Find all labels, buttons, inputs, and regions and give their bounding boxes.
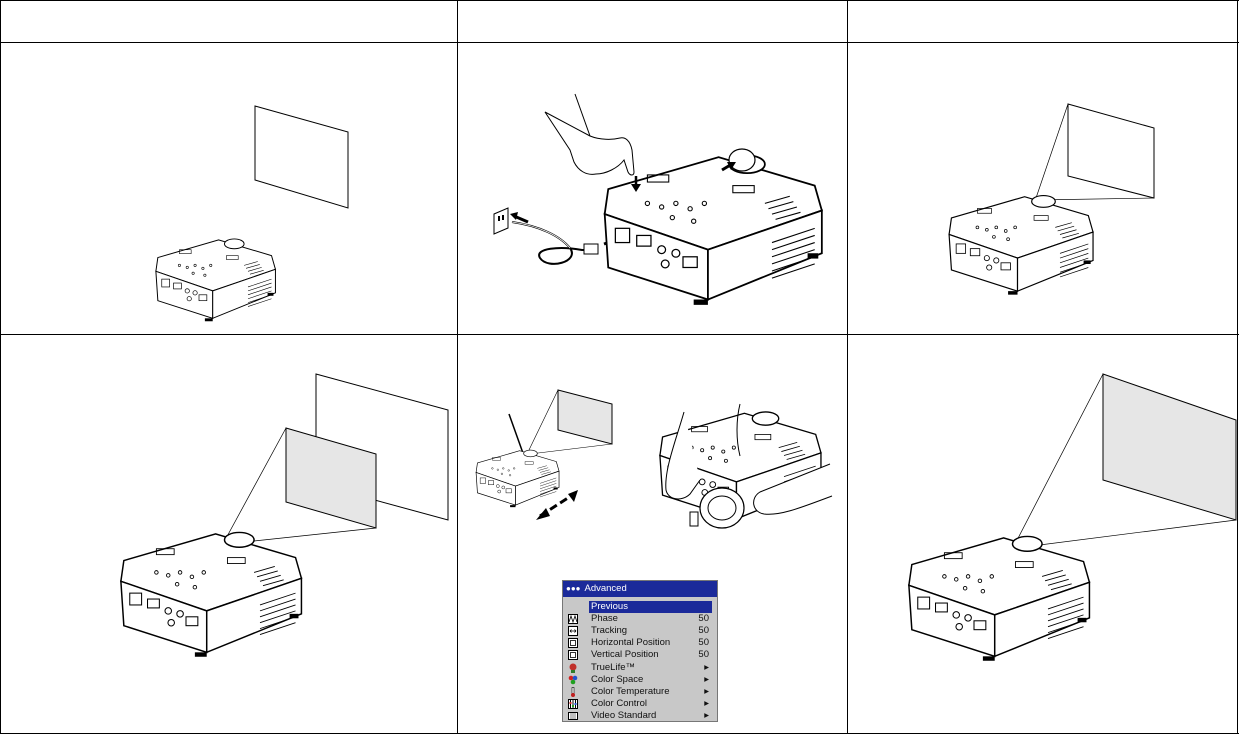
osd-menu-item-value: 50 [698, 625, 709, 637]
color-space-icon [568, 675, 578, 685]
osd-menu-item-value: ▸ [704, 697, 709, 709]
menu-dots-icon: ●●● [566, 584, 581, 593]
osd-menu-item-label: Color Space [591, 673, 644, 685]
truelife-icon [568, 663, 578, 673]
illustration-screen-distance [120, 373, 449, 658]
osd-menu-item[interactable]: Color Control ▸ [563, 698, 717, 710]
osd-menu-item-label: Previous [589, 601, 712, 613]
illustration-projecting-image [948, 103, 1155, 296]
illustration-projector-screen-1 [155, 105, 349, 322]
illustration-power-connection [493, 93, 823, 306]
table-border-top [0, 0, 1239, 1]
osd-menu-item-value: ▸ [704, 673, 709, 685]
table-border-right [1237, 0, 1238, 734]
osd-menu-item-value: ▸ [704, 709, 709, 721]
osd-menu-item-value: ▸ [704, 685, 709, 697]
header-row-divider [0, 42, 1239, 43]
osd-menu-item[interactable]: Horizontal Position 50 [563, 637, 717, 649]
osd-menu-title-bar: ●●●Advanced [563, 581, 717, 597]
osd-menu-item-label: Color Temperature [591, 685, 670, 697]
row-divider [0, 334, 1239, 335]
osd-menu-item[interactable]: Previous [563, 601, 717, 613]
osd-menu-item-label: Vertical Position [591, 649, 659, 661]
osd-menu-title: Advanced [584, 583, 627, 594]
osd-menu-item-value: 50 [698, 649, 709, 661]
column-divider-2 [847, 0, 848, 734]
column-divider-1 [457, 0, 458, 734]
osd-menu-item-label: Horizontal Position [591, 637, 671, 649]
illustration-adjust-focus [475, 389, 833, 529]
table-border-bottom [0, 733, 1239, 734]
osd-menu-item-label: TrueLife™ [591, 661, 635, 673]
horizontal-position-icon [568, 638, 578, 649]
table-border-left [0, 0, 1, 734]
osd-menu-item-label: Video Standard [591, 709, 657, 721]
osd-menu-item[interactable]: Color Temperature ▸ [563, 686, 717, 698]
osd-menu-item[interactable]: Color Space ▸ [563, 674, 717, 686]
projection-screen [254, 105, 349, 209]
video-standard-icon [568, 711, 578, 721]
osd-menu-item-value: 50 [698, 613, 709, 625]
phase-icon [568, 614, 578, 625]
color-temperature-icon [568, 686, 578, 697]
vertical-position-icon [568, 650, 578, 661]
tracking-icon [568, 626, 578, 637]
osd-menu-item-label: Color Control [591, 697, 647, 709]
osd-menu-item-value: ▸ [704, 661, 709, 673]
osd-menu-item[interactable]: Tracking 50 [563, 625, 717, 637]
osd-menu-item-label: Phase [591, 613, 618, 625]
osd-menu-item[interactable]: Phase 50 [563, 613, 717, 625]
osd-menu-item[interactable]: TrueLife™ ▸ [563, 662, 717, 674]
osd-menu-item-label: Tracking [591, 625, 628, 637]
illustration-large-image [908, 373, 1237, 662]
osd-menu-item[interactable]: Video Standard ▸ [563, 710, 717, 722]
osd-menu-item[interactable]: Vertical Position 50 [563, 649, 717, 661]
osd-menu-item-value: 50 [698, 637, 709, 649]
color-control-icon [568, 698, 578, 709]
